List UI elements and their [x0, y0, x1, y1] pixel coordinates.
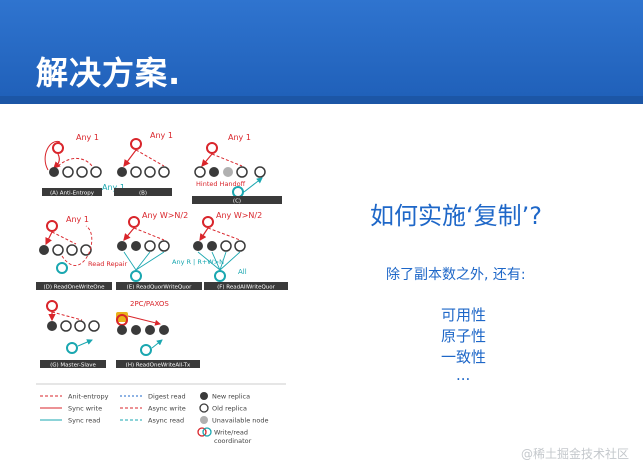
read-coordinator-node [66, 342, 78, 354]
panel-f-annotation: Any W>N/2 [216, 211, 262, 220]
old-replica-node [194, 166, 206, 178]
new-replica-node [131, 241, 141, 251]
legend-anti-entropy: Anit-entropy [68, 393, 109, 401]
panel-b-read-annotation: Any 1 [102, 183, 125, 192]
old-replica-node [158, 240, 170, 252]
old-replica-node [144, 166, 156, 178]
legend-async-read: Async read [148, 417, 184, 425]
old-replica-node [76, 166, 88, 178]
new-replica-node [209, 167, 219, 177]
new-replica-node [39, 245, 49, 255]
coordinator-node [202, 216, 214, 228]
new-replica-node [117, 167, 127, 177]
panel-h: 2PC/PAXOS (H) ReadOneWriteAll-Tx [116, 300, 200, 369]
panel-f: Any W>N/2 All (F) ReadAllWriteQuor [193, 211, 288, 291]
old-replica-node [66, 244, 78, 256]
panel-b: Any 1 Any 1 (B) [102, 131, 173, 197]
old-replica-node [130, 166, 142, 178]
legend-sync-write: Sync write [68, 405, 102, 413]
panel-b-annotation: Any 1 [150, 131, 173, 140]
read-coordinator-node [232, 186, 244, 198]
panel-g: (G) Master-Slave [40, 300, 106, 369]
old-replica-node [80, 244, 92, 256]
old-replica-node [60, 320, 72, 332]
panel-e-caption: (E) ReadQuorWriteQuor [127, 285, 192, 291]
new-replica-node [145, 325, 155, 335]
old-replica-node [88, 320, 100, 332]
watermark: @稀土掘金技术社区 [520, 447, 629, 461]
panel-f-note: All [238, 268, 247, 276]
panel-e-note: Any R | R+W>N [172, 258, 224, 266]
new-replica-node [207, 241, 217, 251]
new-replica-node [193, 241, 203, 251]
new-replica-node [47, 321, 57, 331]
new-replica-node [117, 241, 127, 251]
panel-e-annotation: Any W>N/2 [142, 211, 188, 220]
legend-write-read: Write/read [214, 429, 248, 437]
panel-d-caption: (D) ReadOneWriteOne [43, 285, 105, 291]
panel-e: Any W>N/2 Any R | R+W>N (E) ReadQuorWrit… [116, 211, 224, 291]
panel-c-caption: (C) [233, 199, 241, 205]
legend-unavailable-node: Unavailable node [212, 417, 269, 425]
item-availability: 可用性 [441, 306, 487, 324]
item-ellipsis: ... [456, 366, 471, 384]
old-replica-node [236, 166, 248, 178]
hinted-handoff-label: Hinted Handoff [196, 180, 246, 188]
old-replica-node [144, 240, 156, 252]
old-replica-node [220, 240, 232, 252]
panel-a: Any 1 (A) Anti-Entropy [42, 133, 102, 197]
coordinator-node [52, 142, 64, 154]
question-heading: 如何实施‘复制’? [370, 202, 542, 230]
old-replica-node [254, 166, 266, 178]
old-replica-node [52, 244, 64, 256]
panel-c-annotation: Any 1 [228, 133, 251, 142]
panel-d-annotation: Any 1 [66, 215, 89, 224]
new-replica-node [117, 325, 127, 335]
header-band [0, 96, 643, 104]
old-replica-node [62, 166, 74, 178]
lock-icon [116, 312, 128, 322]
item-consistency: 一致性 [441, 348, 487, 366]
legend-digest-read: Digest read [148, 393, 186, 401]
panel-f-caption: (F) ReadAllWriteQuor [217, 285, 276, 291]
old-replica-node [234, 240, 246, 252]
old-replica-node [74, 320, 86, 332]
slide-header: 解决方案. [0, 0, 643, 104]
new-replica-node [159, 325, 169, 335]
new-replica-node [49, 167, 59, 177]
panel-a-annotation: Any 1 [76, 133, 99, 142]
panel-h-caption: (H) ReadOneWriteAll-Tx [126, 363, 191, 369]
read-coordinator-node [56, 262, 68, 274]
item-atomicity: 原子性 [441, 327, 487, 345]
read-repair-label: Read Repair [88, 260, 128, 268]
diagram-legend: Anit-entropy Sync write Sync read Digest… [36, 383, 286, 445]
new-replica-node [131, 325, 141, 335]
panel-d: Any 1 Read Repair (D) ReadOneWriteOne [36, 215, 128, 291]
replication-diagram: Any 1 (A) Anti-Entropy Any 1 Any 1 (B) A… [36, 131, 288, 445]
panel-h-annotation: 2PC/PAXOS [130, 300, 169, 308]
unavailable-node [223, 167, 233, 177]
legend-async-write: Async write [148, 405, 186, 413]
legend-old-replica: Old replica [212, 405, 247, 413]
coordinator-node [46, 220, 58, 232]
read-coordinator-node [214, 270, 226, 282]
coordinator-node [46, 300, 58, 312]
panel-a-caption: (A) Anti-Entropy [50, 191, 95, 197]
slide-title: 解决方案. [36, 54, 182, 92]
legend-sync-read: Sync read [68, 417, 100, 425]
panel-b-caption: (B) [139, 191, 147, 197]
panel-c: Any 1 Hinted Handoff (C) [192, 133, 282, 205]
read-coordinator-node [140, 344, 152, 356]
panel-g-caption: (G) Master-Slave [50, 363, 96, 369]
coordinator-node [206, 142, 218, 154]
read-coordinator-node [130, 270, 142, 282]
legend-coordinator: coordinator [214, 437, 252, 445]
coordinator-node [128, 216, 140, 228]
subtitle-text: 除了副本数之外, 还有: [386, 267, 526, 283]
coordinator-node [130, 138, 142, 150]
old-replica-node [158, 166, 170, 178]
old-replica-node [90, 166, 102, 178]
legend-new-replica: New replica [212, 393, 250, 401]
